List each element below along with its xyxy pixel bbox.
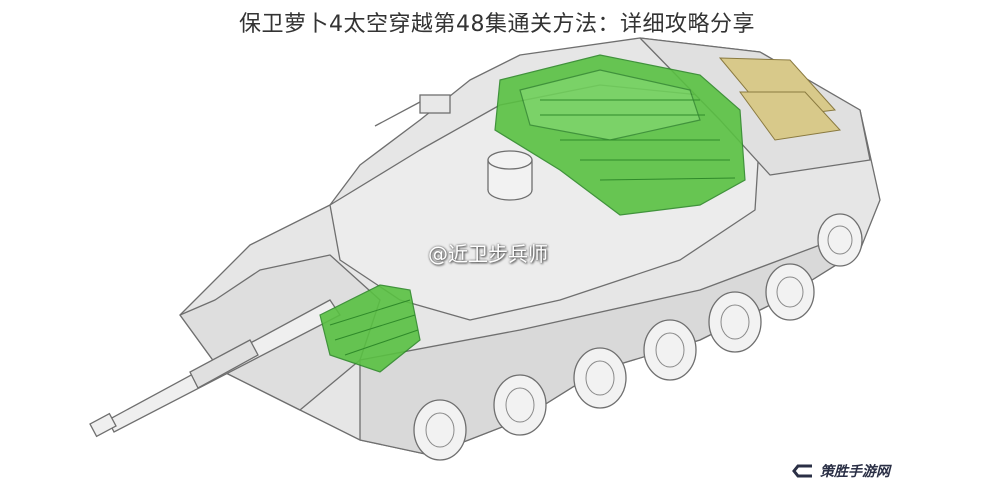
road-wheel	[708, 291, 762, 353]
machine-gun	[374, 94, 451, 127]
watermark: @近卫步兵师	[428, 242, 548, 266]
site-logo-text: 策胜手游网	[820, 464, 890, 480]
road-wheel	[817, 213, 863, 267]
hull-ammo-rack	[319, 284, 421, 373]
road-wheel	[765, 263, 815, 321]
engine-vent	[718, 57, 842, 141]
main-gun	[89, 299, 341, 438]
road-wheel	[573, 347, 627, 409]
road-wheel	[643, 319, 697, 381]
turret-ammo-rack	[494, 54, 746, 216]
commander-cupola	[487, 150, 533, 201]
road-wheel	[493, 374, 547, 436]
stylized-c-icon	[792, 464, 812, 478]
road-wheel	[413, 399, 467, 461]
page-title: 保卫萝卜4太空穿越第48集通关方法：详细攻略分享	[239, 12, 755, 37]
site-logo: 策胜手游网	[792, 456, 982, 486]
